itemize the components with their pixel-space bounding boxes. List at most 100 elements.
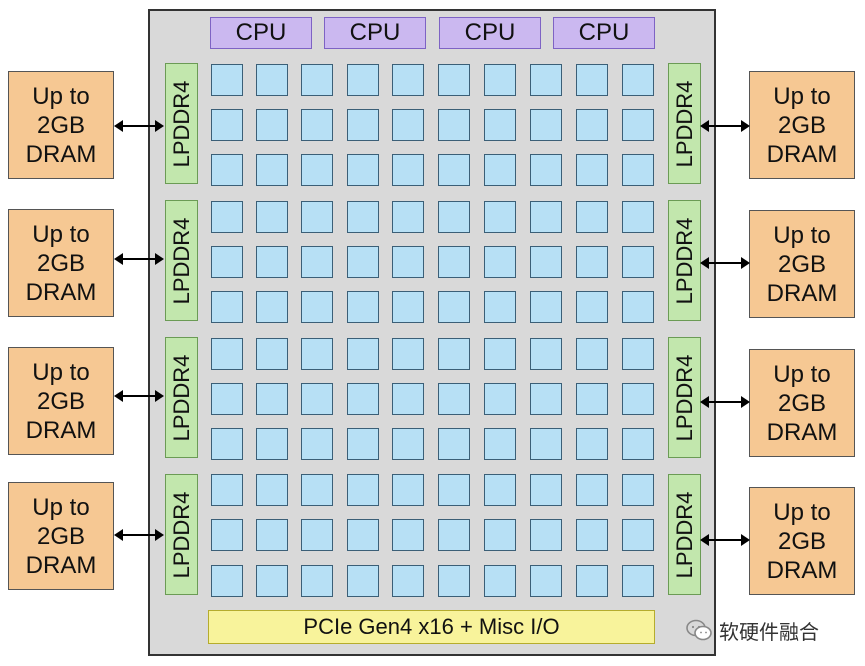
core-tile <box>576 383 608 415</box>
lpddr4-label: LPDDR4 <box>168 80 194 167</box>
wechat-icon <box>686 619 712 641</box>
core-tile <box>211 519 243 551</box>
core-tile <box>576 428 608 460</box>
core-tile <box>622 246 654 278</box>
dram-module-right-2: Up to 2GB DRAM <box>749 210 855 318</box>
core-tile <box>438 109 470 141</box>
core-tile <box>576 64 608 96</box>
core-tile <box>576 246 608 278</box>
core-tile <box>530 246 562 278</box>
bidirectional-arrow-icon <box>700 257 750 269</box>
core-tile <box>484 565 516 597</box>
core-tile <box>256 291 288 323</box>
lpddr4-label: LPDDR4 <box>168 491 194 578</box>
core-tile <box>347 338 379 370</box>
core-tile <box>530 291 562 323</box>
dram-module-left-4: Up to 2GB DRAM <box>8 482 114 590</box>
core-tile <box>576 154 608 186</box>
dram-module-left-2: Up to 2GB DRAM <box>8 209 114 317</box>
core-tile <box>622 201 654 233</box>
core-tile <box>392 291 424 323</box>
core-tile <box>622 64 654 96</box>
bidirectional-arrow-icon <box>114 120 164 132</box>
lpddr4-label: LPDDR4 <box>671 217 697 304</box>
core-tile <box>256 201 288 233</box>
core-tile <box>211 291 243 323</box>
core-tile <box>347 291 379 323</box>
core-tile <box>484 338 516 370</box>
core-tile <box>347 201 379 233</box>
core-tile <box>576 201 608 233</box>
core-tile <box>530 201 562 233</box>
core-tile <box>392 565 424 597</box>
core-tile <box>622 428 654 460</box>
core-tile <box>211 154 243 186</box>
core-tile <box>347 474 379 506</box>
cpu-block-3: CPU <box>439 17 541 49</box>
core-tile <box>622 383 654 415</box>
lpddr4-controller-left-1: LPDDR4 <box>165 63 198 184</box>
cpu-block-4: CPU <box>553 17 655 49</box>
core-tile <box>622 109 654 141</box>
core-tile <box>301 109 333 141</box>
lpddr4-controller-right-1: LPDDR4 <box>668 63 701 184</box>
lpddr4-label: LPDDR4 <box>671 491 697 578</box>
core-tile <box>484 154 516 186</box>
core-tile <box>438 428 470 460</box>
core-tile <box>256 246 288 278</box>
bidirectional-arrow-icon <box>114 390 164 402</box>
core-tile <box>392 109 424 141</box>
core-tile <box>347 565 379 597</box>
core-tile <box>301 338 333 370</box>
core-tile <box>576 565 608 597</box>
core-tile <box>347 383 379 415</box>
core-tile <box>484 109 516 141</box>
core-tile <box>347 154 379 186</box>
dram-module-left-3: Up to 2GB DRAM <box>8 347 114 455</box>
watermark: 软硬件融合 <box>685 612 819 648</box>
core-tile <box>438 246 470 278</box>
core-tile <box>256 154 288 186</box>
core-tile <box>256 109 288 141</box>
core-tile <box>256 383 288 415</box>
core-tile <box>392 201 424 233</box>
core-tile <box>301 383 333 415</box>
core-tile <box>347 519 379 551</box>
core-tile <box>301 474 333 506</box>
lpddr4-controller-left-4: LPDDR4 <box>165 474 198 595</box>
core-tile <box>484 383 516 415</box>
core-tile <box>484 291 516 323</box>
lpddr4-label: LPDDR4 <box>168 217 194 304</box>
core-tile <box>256 428 288 460</box>
bidirectional-arrow-icon <box>700 534 750 546</box>
core-tile <box>347 64 379 96</box>
core-tile <box>438 565 470 597</box>
core-tile <box>530 154 562 186</box>
core-tile <box>392 154 424 186</box>
core-tile <box>392 338 424 370</box>
lpddr4-controller-right-4: LPDDR4 <box>668 474 701 595</box>
lpddr4-controller-right-3: LPDDR4 <box>668 337 701 458</box>
core-tile <box>301 519 333 551</box>
bidirectional-arrow-icon <box>700 396 750 408</box>
core-tile <box>530 565 562 597</box>
core-tile <box>301 246 333 278</box>
core-tile <box>301 64 333 96</box>
core-tile <box>622 565 654 597</box>
core-tile <box>256 64 288 96</box>
dram-module-left-1: Up to 2GB DRAM <box>8 71 114 179</box>
core-tile <box>576 338 608 370</box>
core-tile <box>576 109 608 141</box>
core-tile <box>438 154 470 186</box>
dram-module-right-4: Up to 2GB DRAM <box>749 487 855 595</box>
core-tile <box>392 383 424 415</box>
core-tile <box>576 519 608 551</box>
core-tile <box>438 383 470 415</box>
core-tile <box>256 338 288 370</box>
core-tile <box>301 154 333 186</box>
core-tile <box>484 64 516 96</box>
core-tile <box>301 565 333 597</box>
core-tile <box>622 519 654 551</box>
core-tile <box>484 474 516 506</box>
